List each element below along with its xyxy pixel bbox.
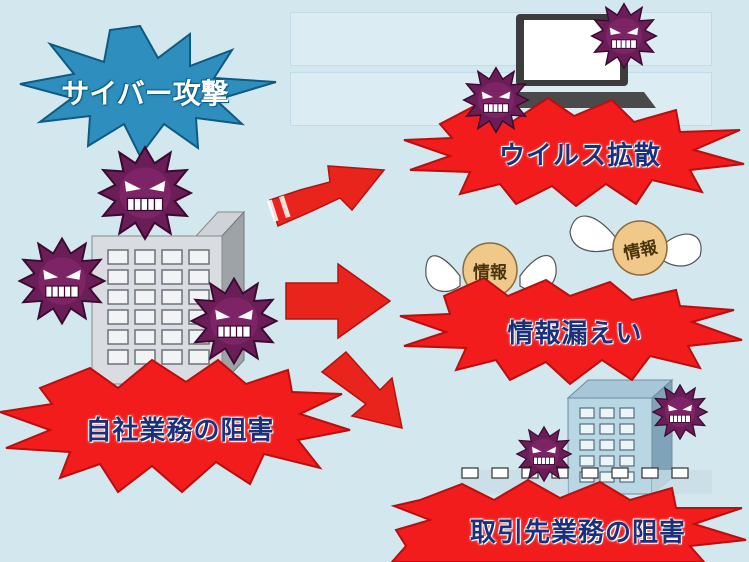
window xyxy=(134,249,156,265)
window xyxy=(107,249,129,265)
window xyxy=(107,349,129,365)
info-leak-burst xyxy=(399,276,743,386)
window xyxy=(599,439,615,451)
window xyxy=(599,407,615,419)
window xyxy=(161,329,183,345)
cyber-attack-label: サイバー攻撃 xyxy=(61,77,229,110)
window xyxy=(491,467,509,479)
window xyxy=(619,439,635,451)
window xyxy=(134,289,156,305)
window xyxy=(579,423,595,435)
virus-spread-label: ウイルス拡散 xyxy=(498,140,661,171)
arrow-to-info-leak xyxy=(285,262,392,340)
arrow-to-virus-spread xyxy=(269,165,386,228)
window xyxy=(188,349,210,365)
info-leak-label: 情報漏えい xyxy=(507,318,643,349)
window xyxy=(161,289,183,305)
window xyxy=(161,249,183,265)
arrow-to-partner-business xyxy=(320,350,403,430)
window xyxy=(671,467,689,479)
partner-business-burst xyxy=(390,478,747,562)
window xyxy=(107,309,129,325)
window xyxy=(188,249,210,265)
window xyxy=(579,455,595,467)
malware-icon xyxy=(98,146,192,240)
window xyxy=(161,269,183,285)
window xyxy=(161,349,183,365)
window xyxy=(611,467,629,479)
window xyxy=(619,423,635,435)
window xyxy=(461,467,479,479)
own-business-label: 自社業務の阻害 xyxy=(85,415,275,446)
virus-spread-burst xyxy=(403,96,745,208)
window xyxy=(599,423,615,435)
info-coin-label: 情報 xyxy=(473,262,507,283)
window xyxy=(134,309,156,325)
window xyxy=(161,309,183,325)
building-windows xyxy=(107,249,210,365)
window xyxy=(599,455,615,467)
window xyxy=(134,329,156,345)
partner-business-label: 取引先業務の阻害 xyxy=(469,517,686,548)
own-business-burst xyxy=(0,358,351,494)
window xyxy=(134,269,156,285)
window xyxy=(107,289,129,305)
window xyxy=(641,467,659,479)
window xyxy=(188,269,210,285)
window xyxy=(579,439,595,451)
window xyxy=(579,407,595,419)
window xyxy=(581,467,599,479)
winged-info-coin-right xyxy=(569,215,702,276)
window xyxy=(619,407,635,419)
window xyxy=(619,455,635,467)
cyber-attack-burst xyxy=(19,24,277,158)
window xyxy=(107,269,129,285)
window xyxy=(107,329,129,345)
